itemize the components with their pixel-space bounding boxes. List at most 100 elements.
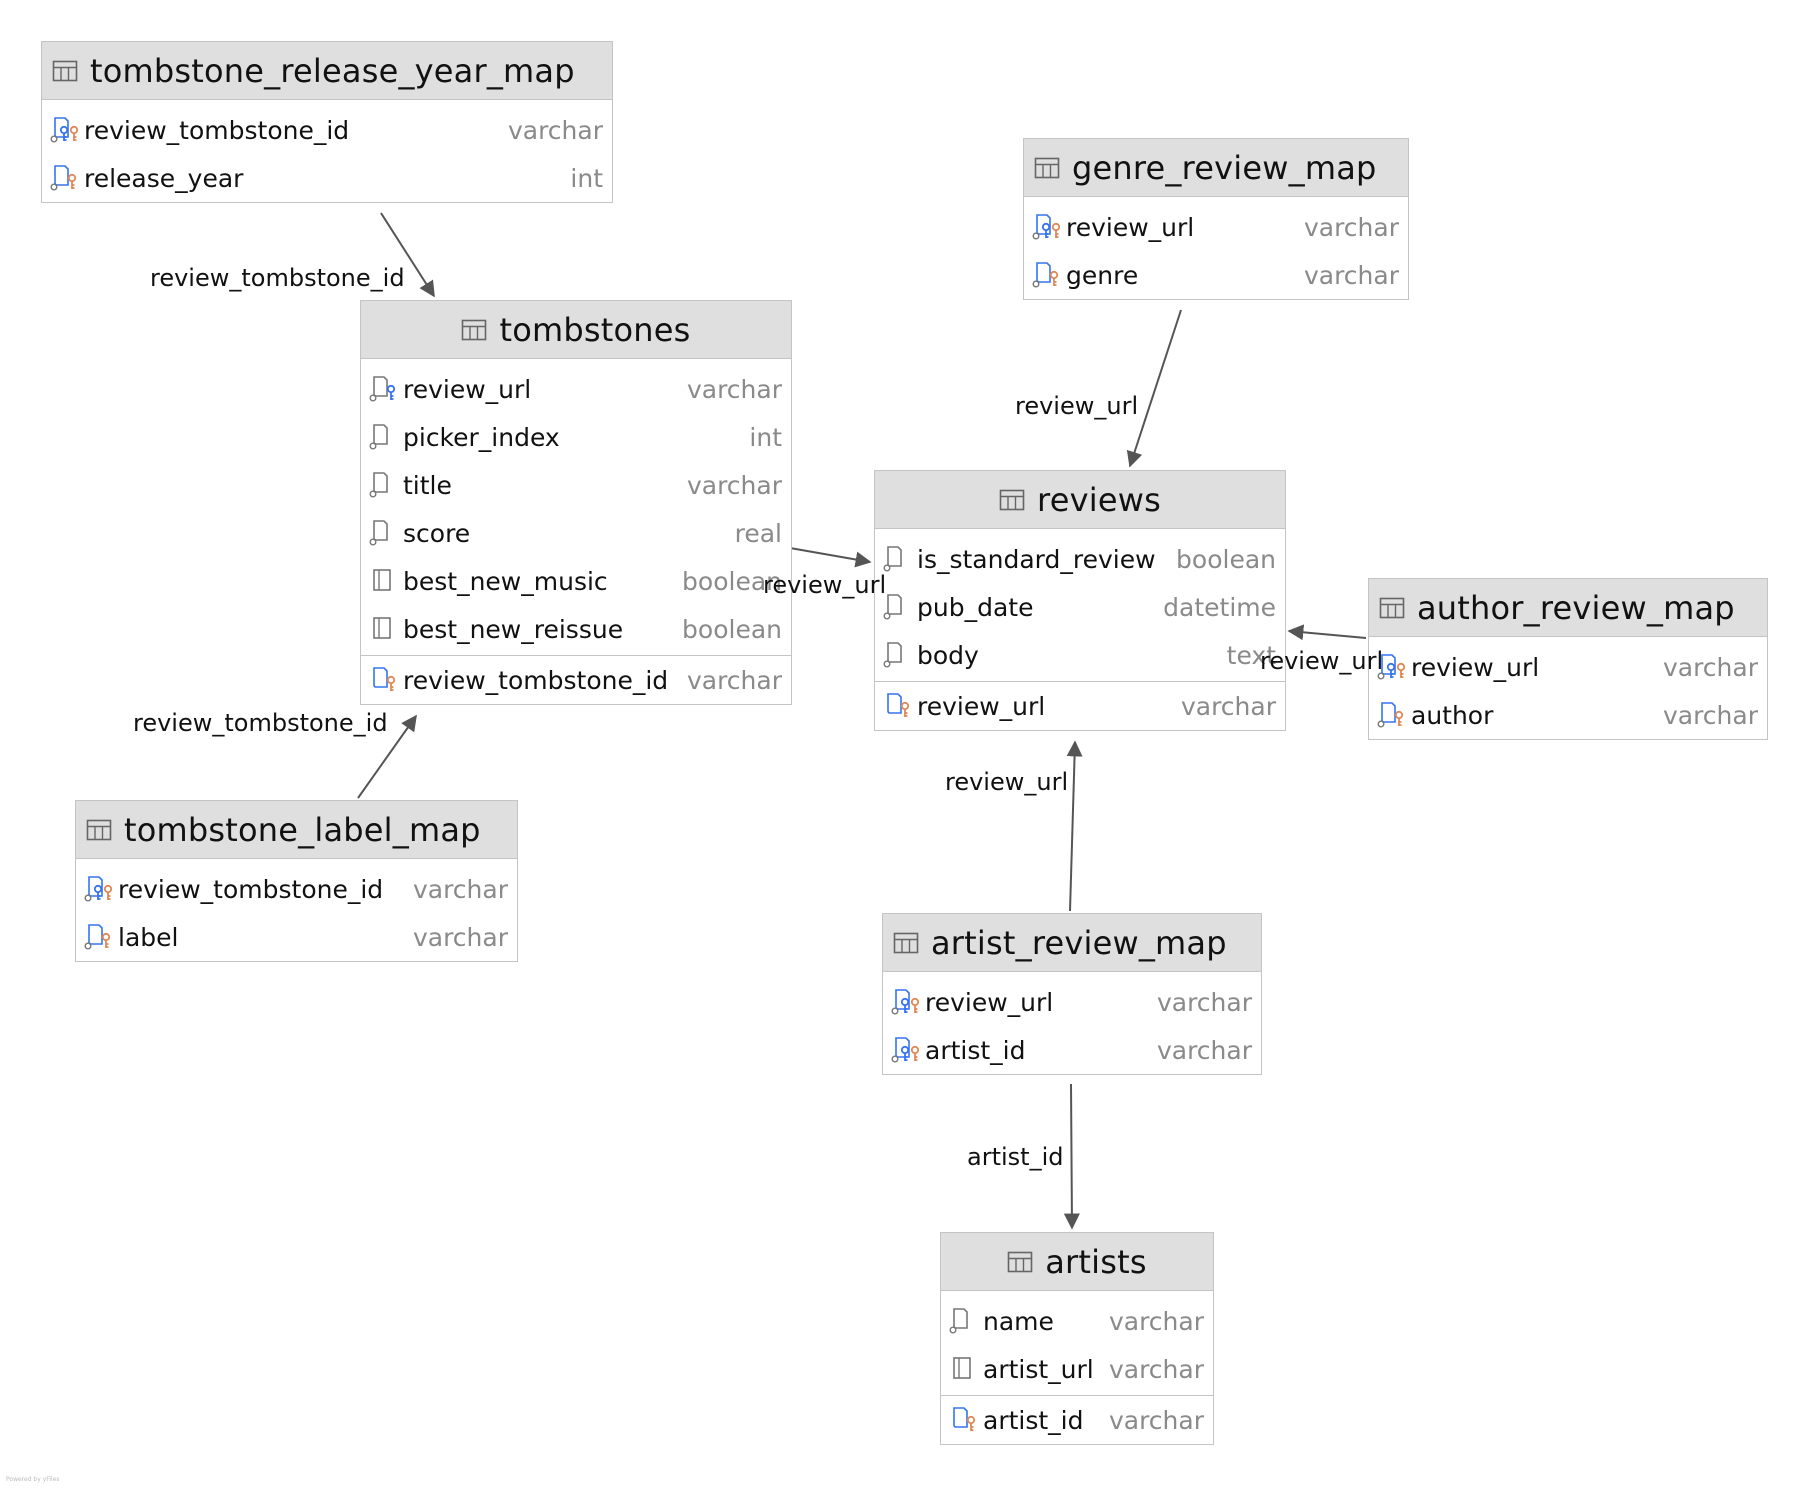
- entity-header[interactable]: tombstone_label_map: [76, 801, 517, 859]
- table-icon: [1007, 1251, 1033, 1273]
- column-name: picker_index: [403, 422, 560, 452]
- column-icon: [369, 469, 401, 501]
- column-name: review_tombstone_id: [118, 874, 384, 904]
- relation-arrow-tombstone-release-year-map-to-tombstones[interactable]: [380, 212, 435, 298]
- entity-name: genre_review_map: [1072, 148, 1377, 187]
- column-name: pub_date: [917, 592, 1034, 622]
- table-icon: [461, 319, 487, 341]
- table-icon: [52, 60, 78, 82]
- column-name: review_url: [403, 374, 532, 404]
- column-type: int: [749, 422, 782, 452]
- entity-header[interactable]: artist_review_map: [883, 914, 1261, 972]
- column-type: varchar: [1662, 700, 1758, 730]
- column-name: artist_id: [925, 1035, 1026, 1065]
- column-name: author: [1411, 700, 1494, 730]
- entity-header[interactable]: tombstone_release_year_map: [42, 42, 612, 100]
- table-icon: [1034, 157, 1060, 179]
- column-type: varchar: [507, 115, 603, 145]
- column-row[interactable]: genre varchar: [1024, 251, 1408, 299]
- column-icon: [369, 613, 401, 645]
- relation-arrow-artist-review-map-to-reviews[interactable]: [1066, 740, 1083, 912]
- entity-header[interactable]: reviews: [875, 471, 1285, 529]
- column-type: varchar: [1303, 260, 1399, 290]
- key-column-icon: [883, 690, 915, 722]
- column-icon: [883, 543, 915, 575]
- column-row[interactable]: review_url varchar: [883, 978, 1261, 1026]
- relation-arrow-artist-review-map-to-artists[interactable]: [1063, 1083, 1080, 1230]
- column-name: title: [403, 470, 452, 500]
- entity-name: tombstones: [499, 310, 691, 349]
- column-row[interactable]: author varchar: [1369, 691, 1767, 739]
- column-type: varchar: [1108, 1405, 1204, 1435]
- table-icon: [893, 932, 919, 954]
- column-name: review_tombstone_id: [403, 665, 669, 695]
- column-row[interactable]: picker_index int: [361, 413, 791, 461]
- column-name: review_url: [1066, 212, 1195, 242]
- key-column-icon: [949, 1404, 981, 1436]
- key-column-icon: [891, 1034, 923, 1066]
- column-type: varchar: [412, 922, 508, 952]
- key-column-icon: [1032, 211, 1064, 243]
- key-column-icon: [84, 873, 116, 905]
- table-icon: [1379, 597, 1405, 619]
- column-type: varchar: [1156, 987, 1252, 1017]
- column-name: best_new_music: [403, 566, 608, 596]
- column-icon: [883, 639, 915, 671]
- column-name: review_url: [925, 987, 1054, 1017]
- column-name: genre: [1066, 260, 1139, 290]
- column-type: int: [570, 163, 603, 193]
- entity-header[interactable]: genre_review_map: [1024, 139, 1408, 197]
- column-type: varchar: [1180, 691, 1276, 721]
- key-column-icon: [1377, 699, 1409, 731]
- key-separator: [361, 655, 791, 656]
- relation-arrow-author-review-map-to-reviews[interactable]: [1287, 624, 1367, 641]
- entity-header[interactable]: artists: [941, 1233, 1213, 1291]
- entity-header[interactable]: tombstones: [361, 301, 791, 359]
- relation-arrow-tombstone-label-map-to-tombstones[interactable]: [357, 714, 417, 799]
- key-column-icon: [50, 114, 82, 146]
- entity-name: author_review_map: [1417, 588, 1735, 627]
- column-name: body: [917, 640, 979, 670]
- relation-label: review_url: [1260, 647, 1384, 675]
- entity-header[interactable]: author_review_map: [1369, 579, 1767, 637]
- relation-arrow-genre-review-map-to-reviews[interactable]: [1126, 309, 1182, 468]
- key-column-icon: [84, 921, 116, 953]
- relation-label: review_url: [945, 768, 1069, 796]
- column-type: varchar: [412, 874, 508, 904]
- column-name: score: [403, 518, 471, 548]
- entity-name: tombstone_release_year_map: [90, 51, 575, 90]
- column-row[interactable]: review_tombstone_id varchar: [76, 865, 517, 913]
- relation-arrow-tombstones-to-reviews[interactable]: [789, 547, 872, 568]
- entity-artist-review-map[interactable]: artist_review_map review_url varchar artist…: [882, 913, 1262, 1075]
- column-icon: [369, 517, 401, 549]
- key-column-icon: [1377, 651, 1409, 683]
- entity-tombstone-release-year-map[interactable]: tombstone_release_year_map review_tombsto…: [41, 41, 613, 203]
